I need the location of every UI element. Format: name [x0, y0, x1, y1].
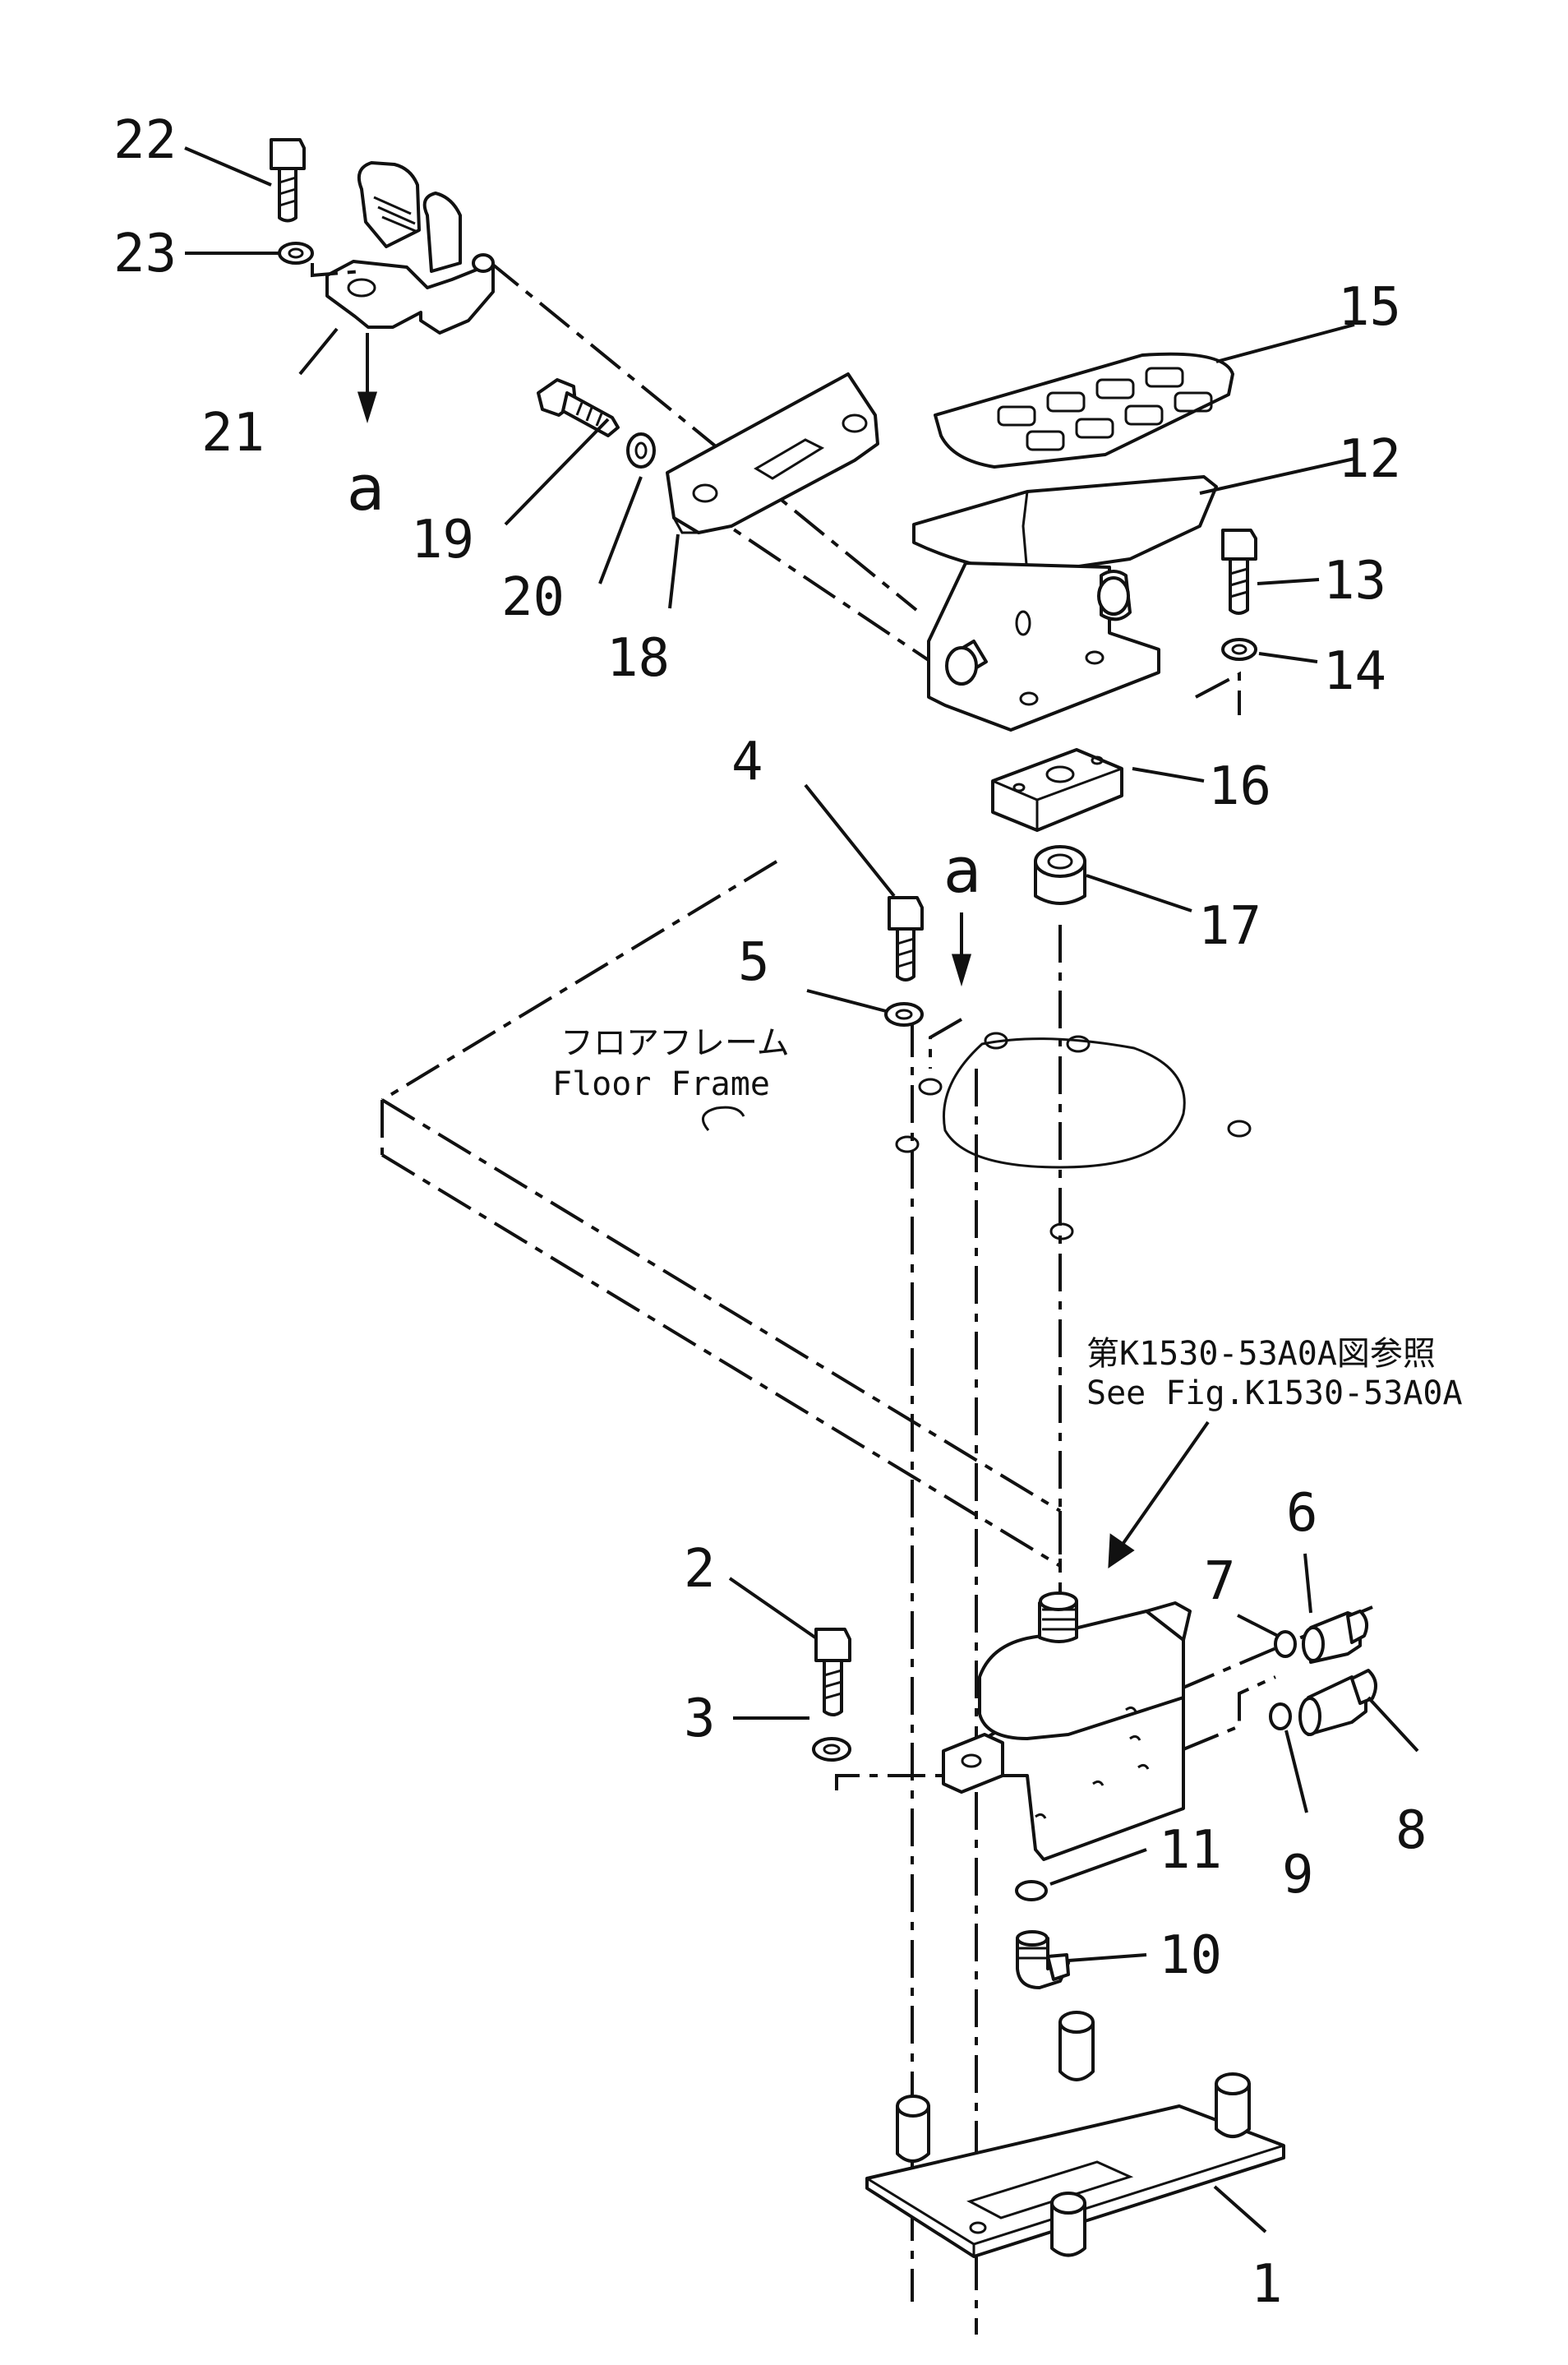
part-11-o-ring: [1015, 1880, 1048, 1901]
callout-22: 22: [113, 110, 177, 171]
callout-4: 4: [731, 732, 763, 792]
part-16-block: [991, 748, 1123, 832]
part-15-pedal-pad: [934, 352, 1234, 469]
part-7-o-ring: [1274, 1630, 1297, 1658]
callout-3: 3: [684, 1688, 716, 1749]
callout-10: 10: [1159, 1925, 1222, 1986]
part-17-bushing: [1034, 845, 1086, 905]
reference-note-en: See Fig.K1530-53A0A: [1086, 1374, 1463, 1412]
callout-20: 20: [501, 567, 565, 628]
part-14-washer: [1221, 638, 1257, 661]
floor-frame-label-jp: フロアフレーム: [560, 1024, 790, 1062]
callout-13: 13: [1323, 551, 1386, 612]
callout-23: 23: [113, 224, 177, 284]
part-9-o-ring: [1269, 1702, 1292, 1730]
part-1-base-plate: [865, 2011, 1285, 2258]
reference-note: 第K1530-53A0A図参照 See Fig.K1530-53A0A: [1086, 1335, 1463, 1568]
callout-11: 11: [1159, 1820, 1222, 1881]
part-22-bolt: [270, 138, 306, 223]
callout-16: 16: [1208, 756, 1271, 817]
part-18-link-plate: [666, 372, 879, 534]
floor-frame-plate: [380, 860, 1252, 1568]
part-20-washer: [626, 432, 656, 469]
part-8-connector: [1298, 1669, 1377, 1736]
part-5-washer: [884, 1002, 924, 1027]
part-2-bolt: [814, 1628, 851, 1716]
part-12-pedal: [912, 475, 1218, 732]
pilot-valve: [942, 1591, 1192, 1861]
floor-frame-label-en: Floor Frame: [552, 1065, 770, 1103]
part-6-connector: [1302, 1610, 1369, 1664]
callout-2: 2: [684, 1539, 716, 1600]
callout-19: 19: [411, 510, 474, 570]
view-mark-a-floor: a: [943, 834, 982, 907]
callout-numbers: 22 23 21 15 12 19 20 18 13 14 16 17 4 5 …: [113, 110, 1427, 2315]
floor-frame-label: フロアフレーム Floor Frame: [552, 1024, 790, 1103]
callout-18: 18: [606, 628, 670, 689]
part-4-bolt: [888, 896, 924, 982]
callout-15: 15: [1338, 277, 1401, 338]
callout-17: 17: [1198, 896, 1261, 957]
view-arrow-a-floor: a: [929, 834, 982, 1069]
callout-6: 6: [1286, 1483, 1318, 1544]
part-3-washer: [812, 1737, 851, 1762]
callout-14: 14: [1323, 641, 1386, 702]
callout-9: 9: [1282, 1845, 1314, 1905]
part-13-bolt: [1221, 529, 1257, 615]
reference-note-jp: 第K1530-53A0A図参照: [1086, 1335, 1436, 1373]
part-21-pedal-bracket: [325, 161, 495, 335]
callout-1: 1: [1251, 2254, 1283, 2315]
view-arrow-a-top: a: [347, 333, 385, 524]
callout-8: 8: [1395, 1800, 1427, 1861]
callout-7: 7: [1204, 1551, 1236, 1612]
part-19-bolt: [537, 378, 620, 437]
part-10-elbow: [1016, 1930, 1070, 1989]
callout-12: 12: [1338, 429, 1401, 490]
callout-21: 21: [201, 403, 265, 464]
leader-lines: [184, 146, 1419, 2233]
callout-5: 5: [738, 932, 770, 993]
view-mark-a-top: a: [347, 451, 385, 524]
